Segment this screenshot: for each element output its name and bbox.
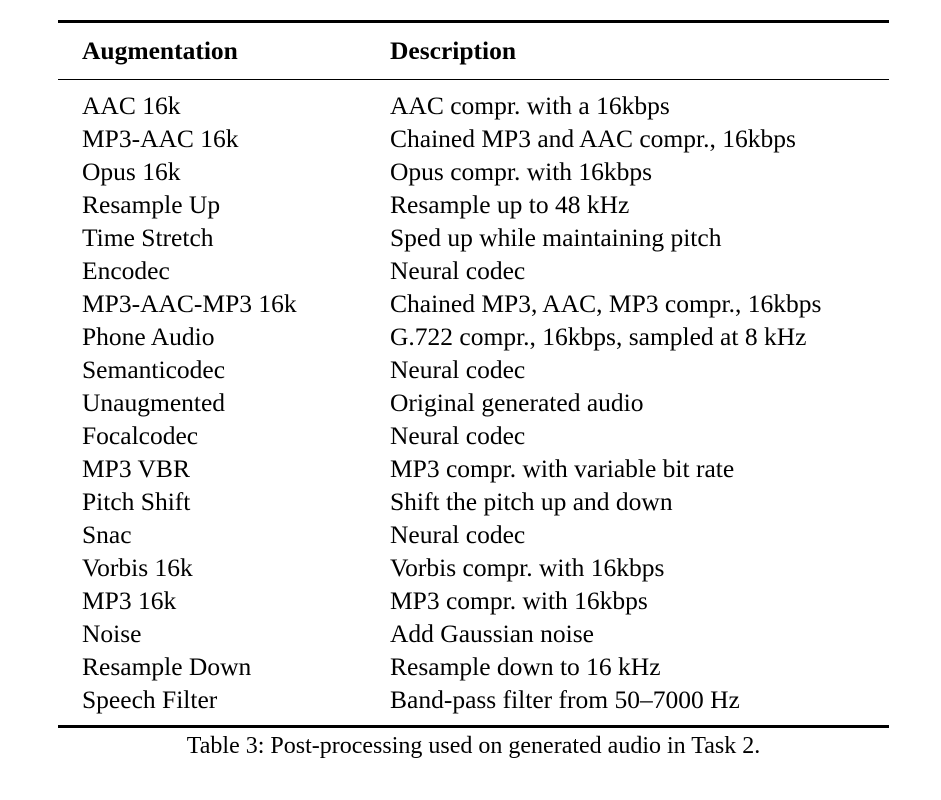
- cell-description: Add Gaussian noise: [390, 619, 594, 648]
- cell-description: Sped up while maintaining pitch: [390, 223, 722, 252]
- cell-description: Chained MP3 and AAC compr., 16kbps: [390, 124, 796, 153]
- cell-augmentation: MP3-AAC-MP3 16k: [82, 289, 297, 318]
- cell-augmentation: Opus 16k: [82, 157, 181, 186]
- cell-augmentation: Phone Audio: [82, 322, 215, 351]
- table-row: Speech Filter Band-pass filter from 50–7…: [58, 683, 889, 725]
- cell-description: Opus compr. with 16kbps: [390, 157, 653, 186]
- table-row: Noise Add Gaussian noise: [58, 617, 889, 650]
- cell-augmentation: Resample Down: [82, 652, 252, 681]
- cell-augmentation: Semanticodec: [82, 355, 226, 384]
- table-header-rule: [58, 79, 889, 80]
- table-body: AAC 16k AAC compr. with a 16kbps MP3-AAC…: [58, 80, 889, 725]
- table-row: Vorbis 16k Vorbis compr. with 16kbps: [58, 551, 889, 584]
- table-row: Unaugmented Original generated audio: [58, 386, 889, 419]
- cell-description: G.722 compr., 16kbps, sampled at 8 kHz: [390, 322, 807, 351]
- table-bottom-rule: [58, 725, 889, 728]
- cell-augmentation: Resample Up: [82, 190, 221, 219]
- cell-description: Resample up to 48 kHz: [390, 190, 630, 219]
- cell-augmentation: Pitch Shift: [82, 487, 191, 516]
- table-top-rule: [58, 20, 889, 23]
- table-row: Focalcodec Neural codec: [58, 419, 889, 452]
- table-row: Semanticodec Neural codec: [58, 353, 889, 386]
- cell-augmentation: AAC 16k: [82, 91, 181, 120]
- cell-description: MP3 compr. with variable bit rate: [390, 454, 735, 483]
- table-3: Augmentation Description AAC 16k AAC com…: [58, 20, 889, 728]
- cell-description: Neural codec: [390, 256, 526, 285]
- column-header-description: Description: [390, 36, 517, 65]
- cell-description: Original generated audio: [390, 388, 644, 417]
- table-row: Resample Down Resample down to 16 kHz: [58, 650, 889, 683]
- table-row: MP3-AAC-MP3 16k Chained MP3, AAC, MP3 co…: [58, 287, 889, 320]
- cell-augmentation: MP3 16k: [82, 586, 177, 615]
- cell-augmentation: Focalcodec: [82, 421, 199, 450]
- table-row: Opus 16k Opus compr. with 16kbps: [58, 155, 889, 188]
- augmentation-table: Augmentation Description: [58, 23, 889, 79]
- table-header: Augmentation Description: [58, 23, 889, 79]
- cell-description: Neural codec: [390, 421, 526, 450]
- table-row: Phone Audio G.722 compr., 16kbps, sample…: [58, 320, 889, 353]
- table-row: MP3 VBR MP3 compr. with variable bit rat…: [58, 452, 889, 485]
- cell-augmentation: Unaugmented: [82, 388, 226, 417]
- cell-description: AAC compr. with a 16kbps: [390, 91, 670, 120]
- table-row: Resample Up Resample up to 48 kHz: [58, 188, 889, 221]
- cell-description: MP3 compr. with 16kbps: [390, 586, 648, 615]
- column-header-augmentation: Augmentation: [82, 36, 238, 65]
- cell-description: Chained MP3, AAC, MP3 compr., 16kbps: [390, 289, 822, 318]
- cell-description: Shift the pitch up and down: [390, 487, 673, 516]
- cell-augmentation: Speech Filter: [82, 685, 218, 714]
- table-row: MP3 16k MP3 compr. with 16kbps: [58, 584, 889, 617]
- table-row: MP3-AAC 16k Chained MP3 and AAC compr., …: [58, 122, 889, 155]
- header-row: Augmentation Description: [58, 23, 889, 79]
- table-row: Encodec Neural codec: [58, 254, 889, 287]
- cell-augmentation: MP3 VBR: [82, 454, 190, 483]
- cell-augmentation: MP3-AAC 16k: [82, 124, 239, 153]
- cell-description: Neural codec: [390, 355, 526, 384]
- cell-description: Band-pass filter from 50–7000 Hz: [390, 685, 740, 714]
- table-row: Snac Neural codec: [58, 518, 889, 551]
- table-row: Time Stretch Sped up while maintaining p…: [58, 221, 889, 254]
- cell-augmentation: Snac: [82, 520, 132, 549]
- table-row: Pitch Shift Shift the pitch up and down: [58, 485, 889, 518]
- cell-description: Neural codec: [390, 520, 526, 549]
- cell-augmentation: Noise: [82, 619, 142, 648]
- cell-augmentation: Time Stretch: [82, 223, 214, 252]
- cell-augmentation: Encodec: [82, 256, 170, 285]
- augmentation-table-body: AAC 16k AAC compr. with a 16kbps MP3-AAC…: [58, 80, 889, 725]
- cell-augmentation: Vorbis 16k: [82, 553, 193, 582]
- table-caption: Table 3: Post-processing used on generat…: [186, 733, 761, 759]
- cell-description: Resample down to 16 kHz: [390, 652, 661, 681]
- table-row: AAC 16k AAC compr. with a 16kbps: [58, 80, 889, 122]
- cell-description: Vorbis compr. with 16kbps: [390, 553, 665, 582]
